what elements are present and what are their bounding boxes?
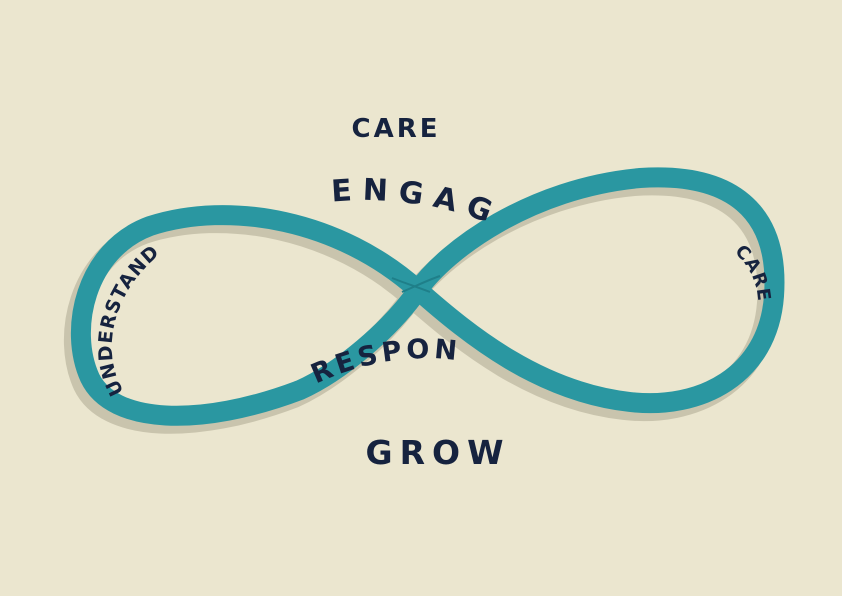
infinity-loop bbox=[70, 167, 785, 426]
label-grow: GROW bbox=[366, 433, 511, 472]
crossing-stroke bbox=[401, 275, 441, 293]
label-care-top: CARE bbox=[352, 114, 441, 144]
crossing-stroke bbox=[391, 277, 431, 293]
